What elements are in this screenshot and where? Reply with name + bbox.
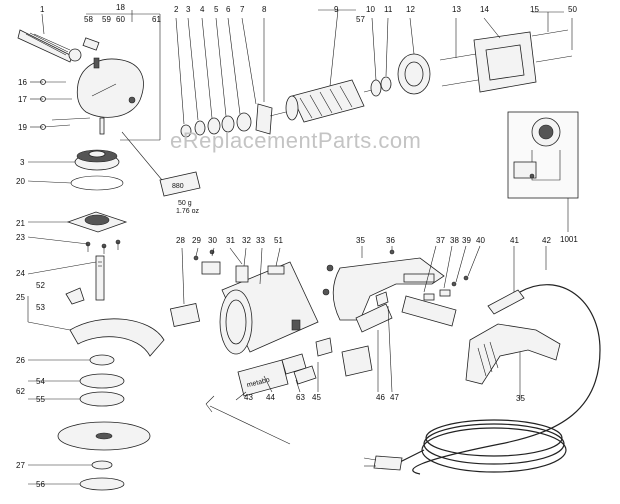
part-label-p57: 57 [356, 15, 365, 24]
brush-parts [169, 249, 285, 327]
part-label-p53: 53 [36, 303, 45, 312]
part-label-p9: 9 [334, 5, 339, 14]
part-label-p8: 8 [262, 5, 267, 14]
detail-box-1001 [507, 111, 579, 199]
part-label-p7: 7 [240, 5, 245, 14]
part-label-p60: 60 [116, 15, 125, 24]
bevel-gear [74, 149, 120, 171]
part-label-p5: 5 [214, 5, 219, 14]
part-label-p27: 27 [16, 461, 25, 470]
part-label-p62: 62 [16, 387, 25, 396]
leader-lines [27, 9, 573, 485]
part-label-p2: 2 [174, 5, 179, 14]
part-label-p30: 30 [208, 236, 217, 245]
part-label-p29: 29 [192, 236, 201, 245]
part-label-p23: 23 [16, 233, 25, 242]
part-label-p15: 15 [530, 5, 539, 14]
motor-housing [219, 261, 319, 355]
small-pads [281, 337, 333, 385]
part-label-p56: 56 [36, 480, 45, 489]
part-label-p55: 55 [36, 395, 45, 404]
part-label-p35a: 35 [356, 236, 365, 245]
bearing-flange [66, 211, 128, 254]
part-label-p20: 20 [16, 177, 25, 186]
bearing-cup [397, 53, 431, 95]
part-label-p47: 47 [390, 393, 399, 402]
part-label-p3a: 3 [20, 158, 25, 167]
part-label-p26: 26 [16, 356, 25, 365]
part-label-p18: 18 [116, 3, 125, 12]
wrench [205, 395, 291, 445]
gear-housing [76, 37, 144, 118]
side-handle [17, 29, 82, 63]
part-label-p32: 32 [242, 236, 251, 245]
part-label-p40: 40 [476, 236, 485, 245]
part-label-p37: 37 [436, 236, 445, 245]
flange-nuts [57, 354, 151, 491]
part-label-p19: 19 [18, 123, 27, 132]
part-label-p59: 59 [102, 15, 111, 24]
part-label-p1: 1 [40, 5, 45, 14]
part-label-p25: 25 [16, 293, 25, 302]
part-label-p4: 4 [200, 5, 205, 14]
part-label-p1001: 1001 [560, 235, 578, 244]
tube-code: 880 [172, 183, 184, 190]
o-ring [70, 175, 124, 191]
part-label-p36: 36 [386, 236, 395, 245]
part-label-p42: 42 [542, 236, 551, 245]
watermark: eReplacementParts.com [170, 128, 422, 153]
part-label-p24: 24 [16, 269, 25, 278]
bearing-washers [180, 103, 273, 138]
part-label-p21: 21 [16, 219, 25, 228]
switch-housing [322, 249, 445, 321]
part-label-p46: 46 [376, 393, 385, 402]
part-label-p12: 12 [406, 5, 415, 14]
part-label-p13: 13 [452, 5, 461, 14]
tube-weight-oz: 1.76 oz [176, 208, 199, 215]
part-label-p43: 43 [244, 393, 253, 402]
part-label-p35b: 35 [516, 394, 525, 403]
guard [65, 287, 165, 357]
part-label-p33: 33 [256, 236, 265, 245]
part-label-p51: 51 [274, 236, 283, 245]
part-label-p31: 31 [226, 236, 235, 245]
part-label-p61: 61 [152, 15, 161, 24]
power-cord [363, 284, 601, 475]
part-label-p6: 6 [226, 5, 231, 14]
part-label-p63: 63 [296, 393, 305, 402]
part-label-p28: 28 [176, 236, 185, 245]
part-label-p3b: 3 [186, 5, 191, 14]
armature-bearings [370, 76, 392, 97]
tube-weight-g: 50 g [178, 200, 192, 207]
part-label-p45: 45 [312, 393, 321, 402]
part-label-p41: 41 [510, 236, 519, 245]
switch-parts [341, 275, 469, 377]
part-label-p17: 17 [18, 95, 27, 104]
part-label-p14: 14 [480, 5, 489, 14]
part-label-p58: 58 [84, 15, 93, 24]
part-label-p52: 52 [36, 281, 45, 290]
rear-handle [465, 323, 561, 385]
spindle [95, 255, 105, 301]
part-label-p16: 16 [18, 78, 27, 87]
part-label-p11: 11 [384, 5, 393, 14]
part-label-p38: 38 [450, 236, 459, 245]
leader-lines-lower [181, 245, 547, 401]
part-label-p54: 54 [36, 377, 45, 386]
part-label-p39: 39 [462, 236, 471, 245]
part-label-p44: 44 [266, 393, 275, 402]
logo-plate: metabo [237, 359, 289, 397]
armature [269, 79, 373, 123]
part-label-p50: 50 [568, 5, 577, 14]
stator [439, 29, 573, 93]
part-label-p10: 10 [366, 5, 375, 14]
